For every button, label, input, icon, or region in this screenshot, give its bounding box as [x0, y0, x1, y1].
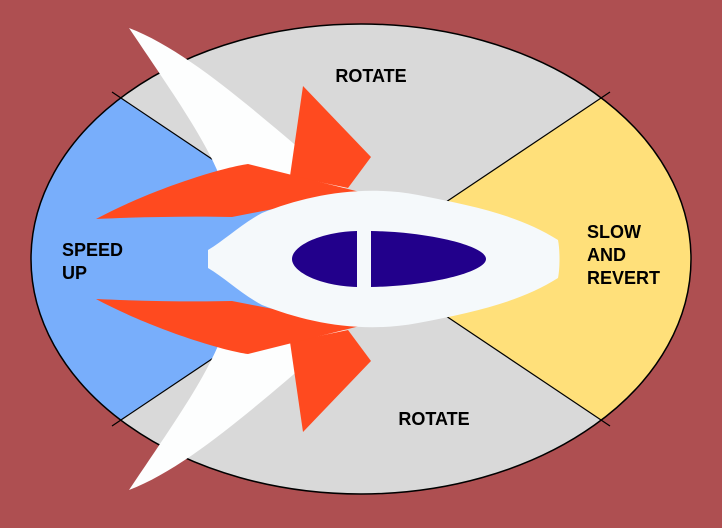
- upper-thruster-flame: [96, 164, 360, 219]
- slow-and-revert-label: SLOW AND REVERT: [587, 222, 660, 288]
- bottom-wing: [129, 330, 348, 490]
- bottom-tail-fin: [290, 330, 371, 432]
- svg-text:SPEED: SPEED: [62, 240, 123, 260]
- lower-thruster-flame: [96, 299, 360, 354]
- spaceship: [96, 28, 560, 490]
- cockpit: [292, 231, 486, 287]
- rotate-top-label: ROTATE: [335, 66, 406, 86]
- top-wing: [129, 28, 348, 188]
- svg-text:REVERT: REVERT: [587, 268, 660, 288]
- control-oval-outline: [30, 23, 692, 495]
- rotate-bottom-label: ROTATE: [398, 409, 469, 429]
- svg-text:AND: AND: [587, 245, 626, 265]
- svg-text:SLOW: SLOW: [587, 222, 641, 242]
- top-tail-fin: [290, 86, 371, 188]
- svg-text:UP: UP: [62, 263, 87, 283]
- speed-up-zone[interactable]: [0, 92, 361, 426]
- speed-up-label: SPEED UP: [62, 240, 123, 283]
